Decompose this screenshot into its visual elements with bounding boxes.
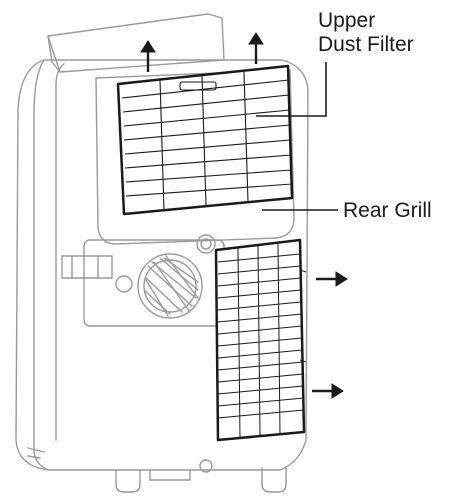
arrow-up-right bbox=[248, 32, 264, 64]
arrow-right-bottom bbox=[312, 383, 344, 399]
rear-grill-frame bbox=[95, 69, 295, 245]
top-handle bbox=[47, 13, 225, 73]
unit-inner-panel bbox=[55, 63, 65, 441]
upper-dust-filter bbox=[116, 64, 294, 216]
leader-line-upper-filter bbox=[256, 62, 327, 117]
caster-right bbox=[261, 467, 287, 493]
arrow-up-left bbox=[140, 40, 156, 72]
label-upper-line1: Upper bbox=[318, 9, 376, 32]
arrow-right-top bbox=[316, 271, 348, 287]
caster-left bbox=[115, 469, 141, 493]
side-dust-filter-mesh bbox=[217, 243, 307, 439]
upper-dust-filter-mesh bbox=[121, 71, 293, 211]
label-rear-grill: Rear Grill bbox=[343, 199, 432, 222]
label-upper-line2: Dust Filter bbox=[318, 33, 414, 56]
hose-knob bbox=[196, 234, 216, 254]
unit-side-edge bbox=[33, 59, 49, 471]
exhaust-fan bbox=[137, 253, 203, 319]
label-upper-dust-filter: Upper Dust Filter bbox=[318, 9, 414, 57]
unit-body bbox=[15, 59, 309, 471]
top-handle-edge bbox=[47, 35, 61, 73]
